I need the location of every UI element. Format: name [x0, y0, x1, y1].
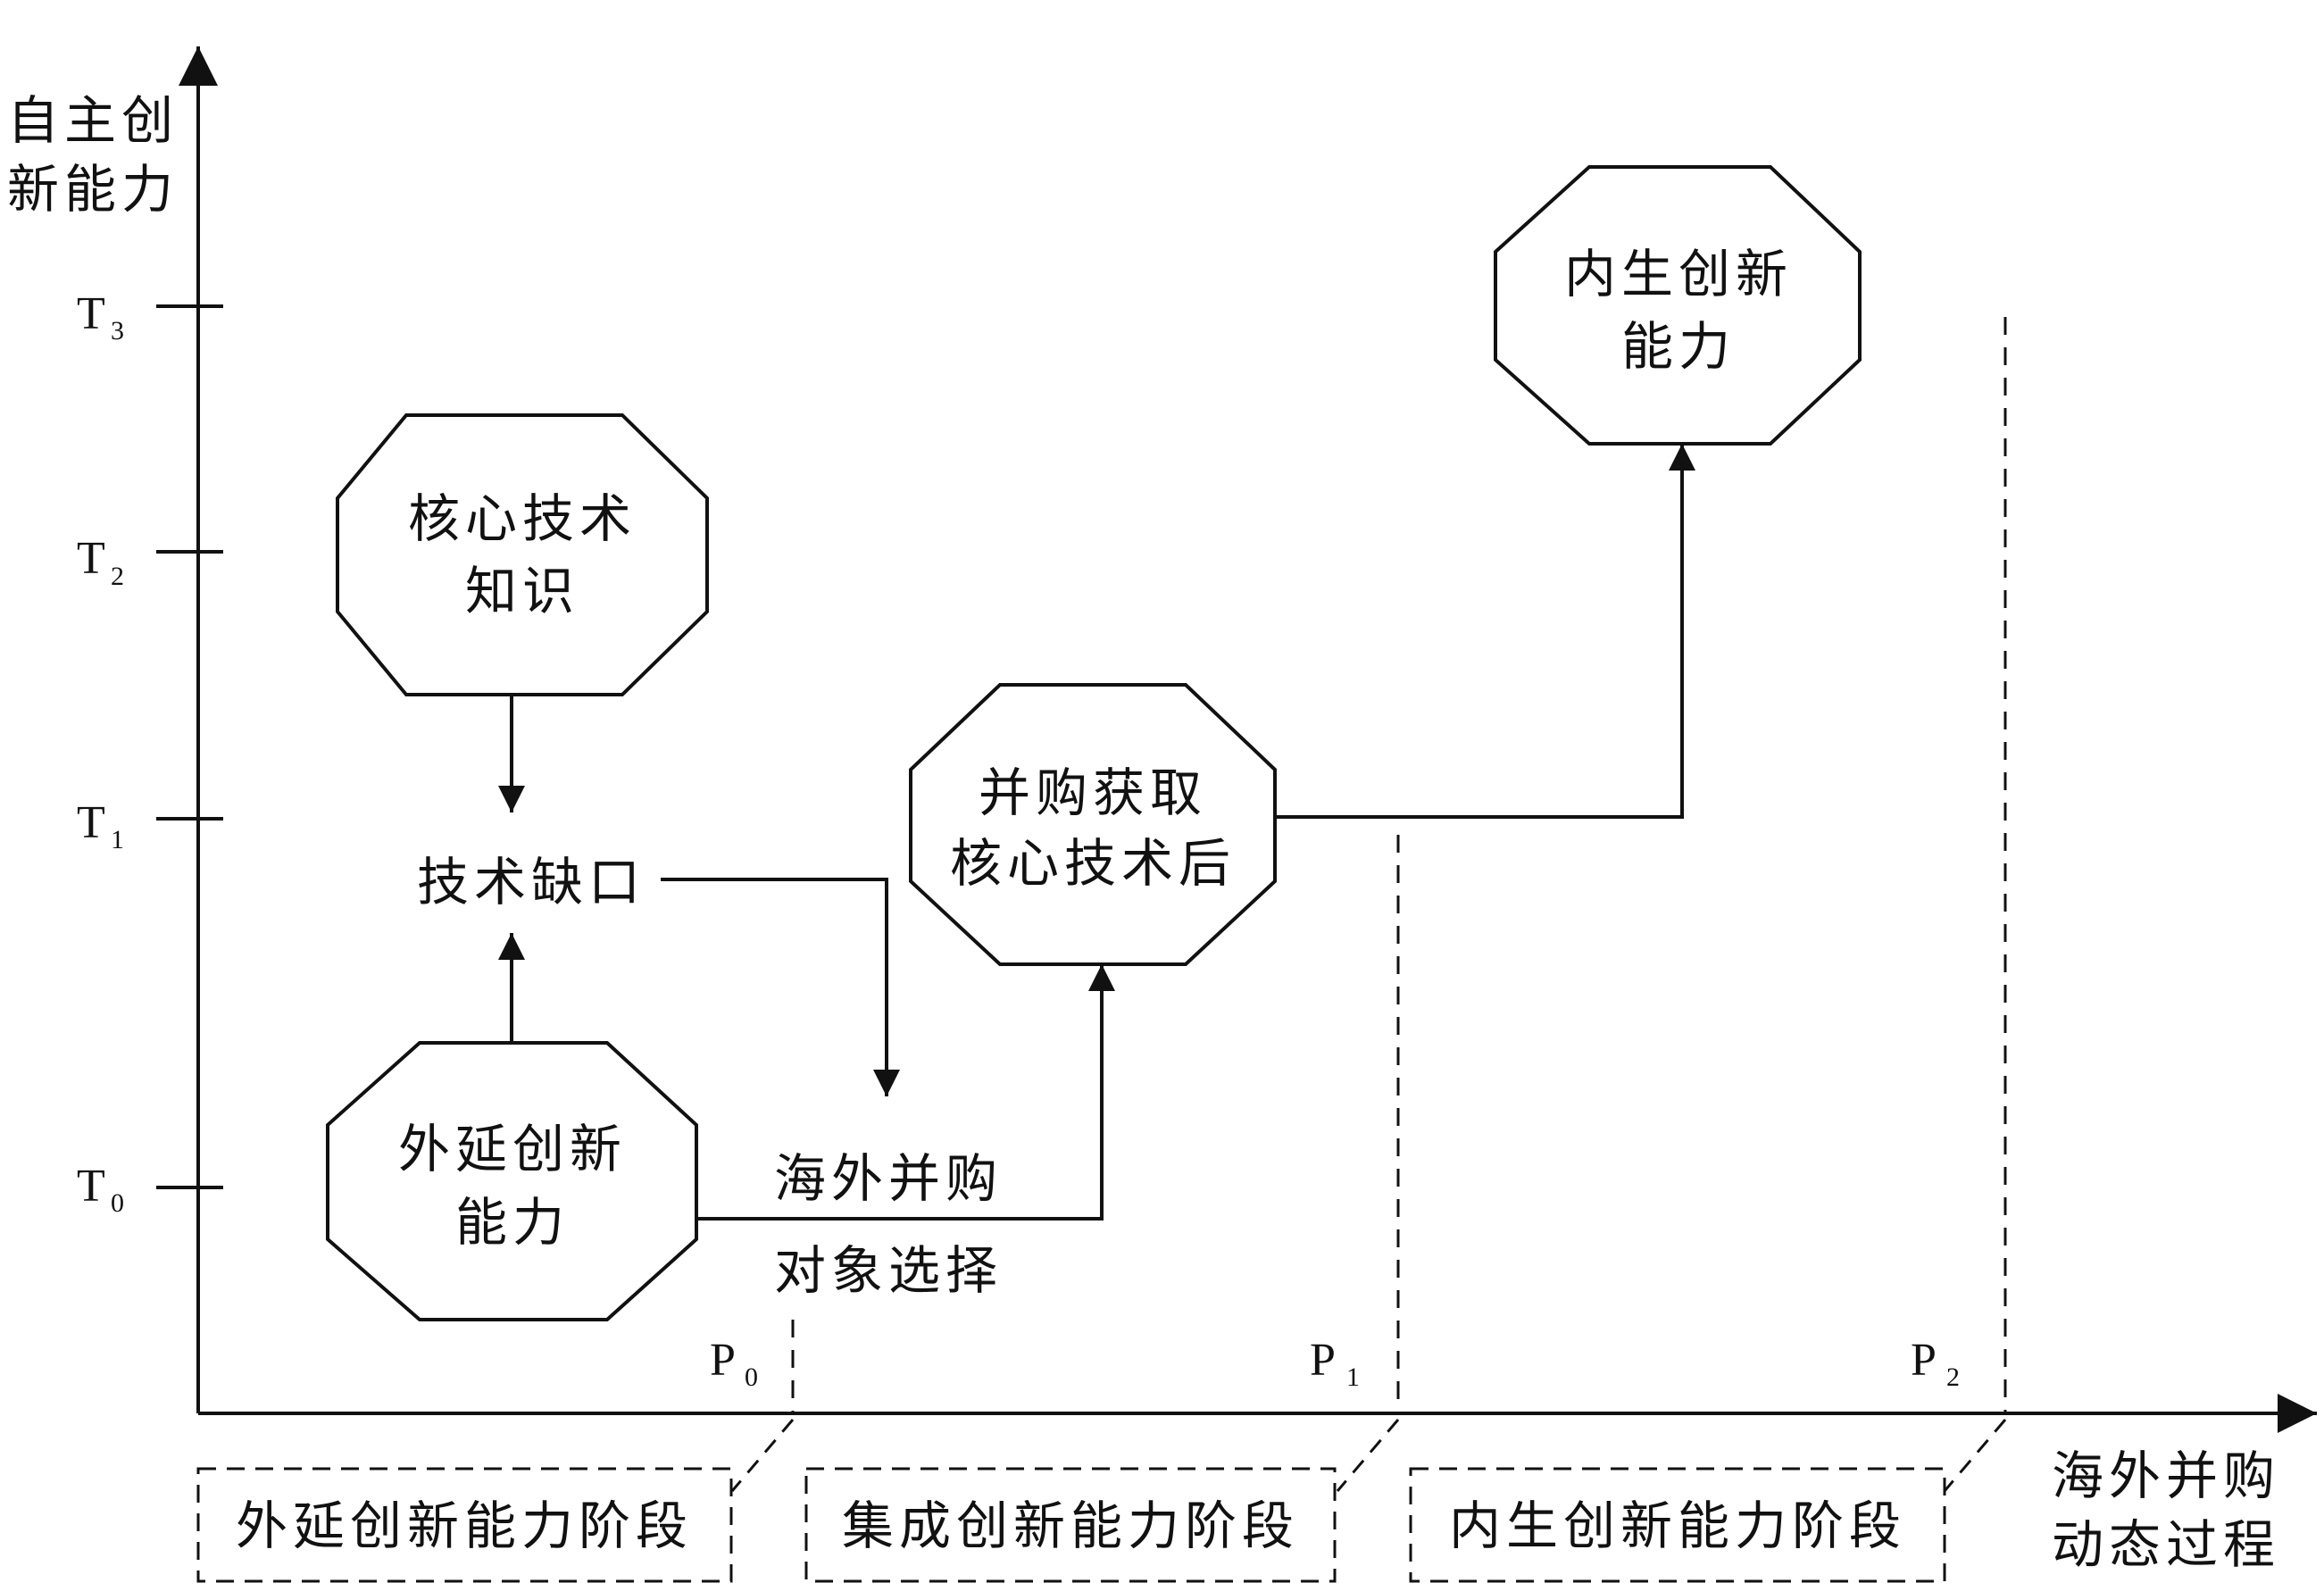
svg-text:内生创新能力阶段: 内生创新能力阶段 [1449, 1496, 1906, 1556]
node-endogenous: 内生创新 能力 [1494, 165, 1862, 446]
svg-text:0: 0 [745, 1362, 758, 1392]
svg-text:知识: 知识 [465, 561, 579, 621]
svg-text:2: 2 [111, 562, 124, 591]
stage-connector-1 [730, 1419, 795, 1492]
svg-text:外延创新能力阶段: 外延创新能力阶段 [236, 1496, 693, 1556]
node-target-selection-line1: 海外并购 [774, 1148, 1003, 1209]
svg-text:2: 2 [1946, 1362, 1960, 1392]
y-axis-label-line2: 新能力 [7, 159, 179, 220]
x-axis-label-line1: 海外并购 [2052, 1446, 2280, 1506]
x-tick-p0: P 0 [710, 1335, 758, 1392]
svg-text:核心技术后: 核心技术后 [950, 833, 1236, 894]
stage-connector-2 [1336, 1419, 1400, 1492]
stage-box-endogenous: 内生创新能力阶段 [1409, 1467, 1946, 1583]
svg-text:T: T [77, 797, 105, 848]
node-extensional: 外延创新 能力 [326, 1041, 698, 1321]
x-tick-p1: P 1 [1310, 1335, 1360, 1392]
node-after-acquisition: 并购获取 核心技术后 [909, 683, 1277, 966]
arrow-acquisition-to-endogenous [1275, 444, 1695, 819]
y-tick-t2: T 2 [77, 533, 223, 591]
svg-text:内生创新: 内生创新 [1564, 244, 1793, 304]
stage-box-integrated: 集成创新能力阶段 [804, 1467, 1337, 1583]
svg-text:T: T [77, 533, 105, 584]
stage-box-extensional: 外延创新能力阶段 [196, 1467, 733, 1583]
y-tick-t1: T 1 [77, 797, 223, 854]
svg-text:核心技术: 核心技术 [408, 488, 637, 549]
node-target-selection-line2: 对象选择 [774, 1240, 1003, 1301]
arrow-extensional-to-acquisition [696, 964, 1115, 1221]
y-axis-label-line1: 自主创 [7, 90, 179, 151]
svg-text:P: P [1911, 1335, 1937, 1386]
svg-text:3: 3 [111, 316, 124, 346]
arrow-gap-to-target [661, 878, 900, 1096]
svg-text:并购获取: 并购获取 [979, 762, 1207, 823]
svg-text:外延创新: 外延创新 [398, 1119, 627, 1179]
svg-text:T: T [77, 288, 105, 339]
x-axis-label-line2: 动态过程 [2052, 1514, 2280, 1575]
node-tech-gap: 技术缺口 [417, 852, 646, 912]
svg-text:能力: 能力 [1621, 316, 1736, 377]
svg-text:能力: 能力 [455, 1192, 570, 1253]
y-tick-t3: T 3 [77, 288, 223, 346]
stage-connector-3 [1943, 1419, 2007, 1492]
svg-text:P: P [1310, 1335, 1336, 1386]
svg-text:集成创新能力阶段: 集成创新能力阶段 [842, 1496, 1299, 1556]
svg-text:P: P [710, 1335, 736, 1386]
svg-text:1: 1 [1346, 1362, 1360, 1392]
svg-text:T: T [77, 1161, 105, 1212]
y-tick-t0: T 0 [77, 1161, 223, 1218]
svg-text:1: 1 [111, 825, 124, 854]
svg-text:0: 0 [111, 1188, 124, 1218]
x-tick-p2: P 2 [1911, 1335, 1960, 1392]
node-core-knowledge: 核心技术 知识 [336, 413, 709, 696]
